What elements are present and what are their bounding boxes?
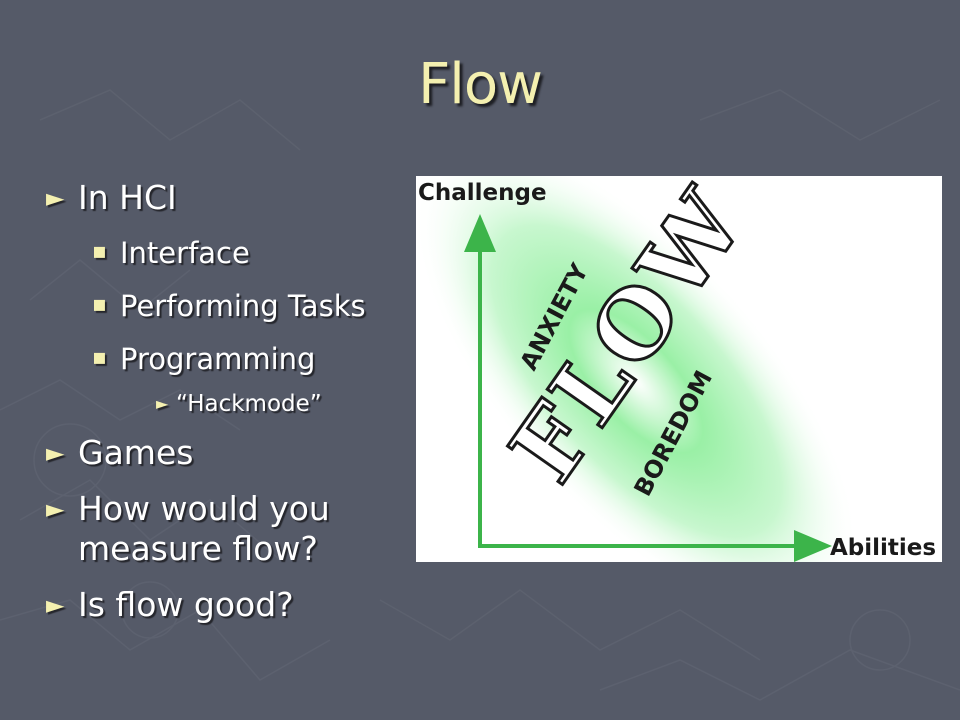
x-axis-label: Abilities (830, 535, 936, 561)
bullet-text: Games (78, 433, 194, 472)
bullet-list: ► In HCI ▪ Interface ▪ Performing Tasks … (46, 178, 426, 625)
square-bullet-icon: ▪ (92, 292, 107, 317)
bullet-text: “Hackmode” (176, 391, 322, 417)
bullet-text: Is flow good? (78, 585, 294, 624)
triangle-bullet-icon: ► (46, 495, 65, 523)
bullet-item: ► In HCI (46, 178, 426, 218)
flow-diagram: Challenge Abilities ANXIETY BOREDOM FLOW (416, 176, 942, 562)
sub-sub-bullet-item: ► “Hackmode” (46, 389, 426, 419)
bullet-item: ► How would you measure flow? (46, 489, 378, 569)
triangle-bullet-icon: ► (156, 394, 169, 413)
sub-bullet-item: ▪ Programming (46, 341, 426, 377)
bullet-text: Interface (120, 236, 250, 270)
flow-channel-glow (416, 176, 859, 562)
bullet-text: Programming (120, 342, 316, 376)
triangle-bullet-icon: ► (46, 184, 65, 212)
bullet-item: ► Games (46, 433, 426, 473)
y-axis-arrowhead (464, 214, 496, 252)
flow-diagram-svg: Challenge Abilities ANXIETY BOREDOM FLOW (416, 176, 936, 562)
y-axis-label: Challenge (418, 180, 547, 206)
bullet-text: In HCI (78, 178, 177, 217)
square-bullet-icon: ▪ (92, 239, 107, 264)
square-bullet-icon: ▪ (92, 345, 107, 370)
bullet-text: Performing Tasks (120, 289, 366, 323)
bullet-text: How would you measure flow? (78, 489, 330, 568)
triangle-bullet-icon: ► (46, 591, 65, 619)
x-axis-arrowhead (794, 530, 832, 562)
bullet-item: ► Is flow good? (46, 585, 426, 625)
triangle-bullet-icon: ► (46, 439, 65, 467)
slide-title: Flow (418, 52, 543, 117)
sub-bullet-item: ▪ Interface (46, 235, 426, 271)
sub-bullet-item: ▪ Performing Tasks (46, 288, 426, 324)
